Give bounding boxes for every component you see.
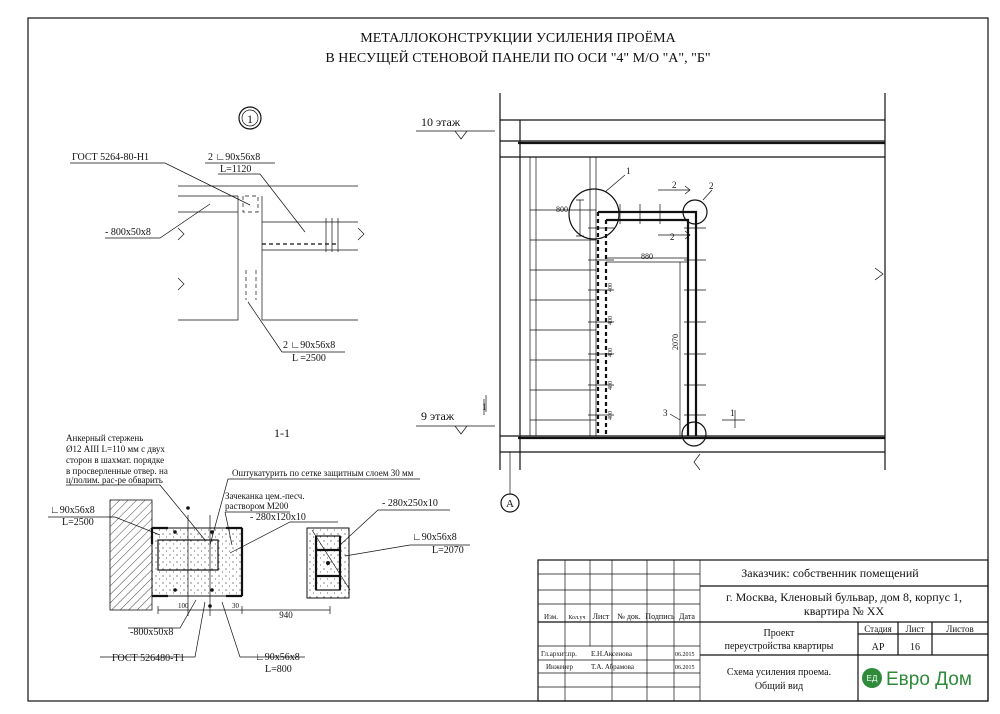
stamp-header-date: Дата	[679, 612, 695, 621]
title-block: Изм. Кол.уч Лист № док. Подпись Дата Гл.…	[537, 559, 989, 702]
stamp-header-kol: Кол.уч	[568, 615, 585, 621]
stamp-project-line2: переустройства квартиры	[725, 641, 834, 652]
dim-2070: 2070	[671, 334, 680, 350]
angle-right-label: ∟90x56x8	[412, 532, 457, 543]
stamp-stage-label: Стадия	[864, 624, 891, 634]
dim-940: 940	[279, 610, 293, 620]
dim-800: 800	[556, 205, 568, 214]
angle-bottom-label: ∟90x56x8	[255, 652, 300, 663]
plate-280x250: - 280x250x10	[382, 498, 438, 509]
mortar-note-line1: Зачеканка цем.-песч.	[225, 491, 305, 501]
stamp-drawing-line2: Общий вид	[755, 681, 803, 692]
detail-1-gost-label: ГОСТ 5264-80-Н1	[72, 152, 149, 163]
drawing-title-line1: МЕТАЛЛОКОНСТРУКЦИИ УСИЛЕНИЯ ПРОЁМА	[360, 29, 676, 46]
angle-right-length: L=2070	[432, 545, 464, 556]
cut-1-right: 1	[730, 408, 735, 418]
callout-1: 1	[626, 166, 631, 176]
stamp-header-list: Лист	[593, 612, 610, 621]
dim-400-5: 400	[608, 411, 614, 420]
detail-1-marker: 1	[247, 112, 253, 126]
dim-400-1: 400	[608, 283, 614, 292]
cut-2-bottom: 2	[670, 232, 675, 242]
callout-2: 2	[709, 181, 714, 191]
anchor-note-line2: Ø12 АIII L=110 мм с двух	[66, 444, 165, 454]
cut-1-left: 1	[482, 402, 487, 412]
logo-mark: ЕД	[867, 674, 878, 683]
detail-1-angle-bottom: 2 ∟90x56x8	[283, 340, 335, 351]
dim-100: 100	[178, 602, 189, 610]
dim-400-4: 400	[608, 381, 614, 390]
stamp-row2-role: Инженер	[546, 663, 574, 671]
plaster-note: Оштукатурить по сетке защитным слоем 30 …	[232, 468, 414, 478]
floor-9-label: 9 этаж	[421, 409, 455, 423]
dim-400-3: 400	[608, 348, 614, 357]
anchor-note-line1: Анкерный стержень	[66, 433, 143, 443]
drawing-title-line2: В НЕСУЩЕЙ СТЕНОВОЙ ПАНЕЛИ ПО ОСИ "4" М/О…	[325, 49, 710, 66]
detail-1-plate: - 800x50x8	[105, 227, 151, 238]
stamp-row1-date: 06.2015	[675, 652, 695, 658]
stamp-header-sign: Подпись	[645, 612, 675, 621]
stamp-row1-role: Гл.архит.пр.	[541, 650, 577, 658]
gost-t1-label: ГОСТ 526480-Т1	[112, 653, 185, 664]
section-label: 1-1	[274, 426, 290, 440]
logo-text: Евро Дом	[886, 669, 972, 690]
company-logo: ЕД Евро Дом	[862, 668, 972, 690]
detail-1: 1 ГОСТ 5264-80-Н1 2 ∟90x56x8 L=1120 - 80…	[70, 106, 365, 364]
anchor-note-line5: ц/полим. рас-ре обварить	[66, 475, 163, 485]
stamp-customer: Заказчик: собственник помещений	[741, 566, 919, 580]
detail-1-angle-top: 2 ∟90x56x8	[208, 152, 260, 163]
stamp-address-line2: квартира № XX	[804, 604, 885, 618]
dim-880: 880	[641, 252, 653, 261]
stamp-row2-name: Т.А. Абрамова	[591, 663, 635, 671]
plate-800x50: -800x50x8	[130, 627, 173, 638]
stamp-address-line1: г. Москва, Кленовый бульвар, дом 8, корп…	[726, 590, 962, 604]
mortar-note-line2: раствором М200	[225, 501, 289, 511]
stamp-drawing-line1: Схема усиления проема.	[727, 667, 831, 678]
detail-1-angle-top-length: L=1120	[220, 164, 251, 175]
stamp-sheets-label: Листов	[946, 624, 973, 634]
stamp-header-izm: Изм.	[544, 613, 558, 621]
stamp-stage-value: АР	[872, 642, 885, 653]
stamp-row2-date: 06.2015	[675, 665, 695, 671]
anchor-note-line3: сторон в шахмат. порядке	[66, 455, 164, 465]
stamp-project-line1: Проект	[764, 628, 796, 639]
angle-left-length: L=2500	[62, 517, 94, 528]
dim-400-2: 400	[608, 316, 614, 325]
stamp-row1-name: Е.Н.Аксенова	[591, 650, 633, 658]
cut-2-top: 2	[672, 180, 677, 190]
plate-280x120: - 280x120x10	[250, 512, 306, 523]
callout-3: 3	[663, 408, 668, 418]
dim-30: 30	[232, 602, 240, 610]
sheet-frame	[27, 17, 989, 702]
stamp-sheet-value: 16	[910, 642, 920, 653]
axis-marker: A	[506, 498, 514, 510]
detail-1-angle-bottom-length: L =2500	[292, 353, 326, 364]
elevation-view: 10 этаж 9 этаж 1 2 3	[416, 93, 886, 513]
section-1-1: 1-1 Анкерный стержень Ø12 АIII L=110 мм …	[48, 426, 470, 675]
angle-bottom-length: L=800	[265, 664, 292, 675]
angle-left-label: ∟90x56x8	[50, 505, 95, 516]
stamp-sheet-label: Лист	[906, 624, 925, 634]
floor-10-label: 10 этаж	[421, 115, 461, 129]
anchor-note-line4: в просверленные отвер. на	[66, 466, 168, 476]
stamp-header-doc: № док.	[617, 612, 641, 621]
